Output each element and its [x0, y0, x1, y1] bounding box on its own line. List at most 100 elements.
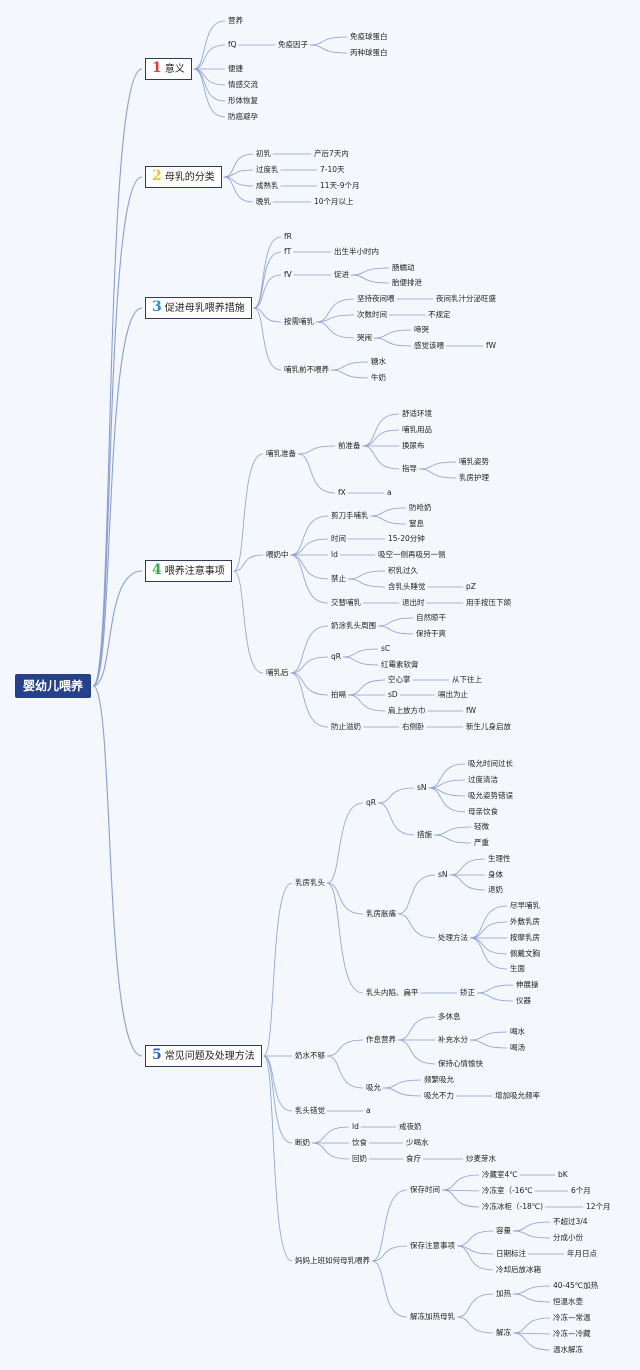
node[interactable]: 剪刀手哺乳 [331, 511, 369, 520]
node[interactable]: a [387, 488, 392, 497]
node[interactable]: 乳头错觉 [295, 1106, 325, 1115]
node[interactable]: 次数时间 [357, 310, 387, 319]
node[interactable]: 奶涂乳头周围 [331, 621, 376, 630]
node[interactable]: 矫正 [460, 988, 475, 997]
node[interactable]: 回奶 [352, 1154, 367, 1163]
node[interactable]: 哺乳前不喂养 [284, 365, 329, 374]
node[interactable]: 晚乳 [256, 197, 271, 206]
node[interactable]: 喝水 [510, 1027, 525, 1036]
node[interactable]: 6个月 [571, 1186, 591, 1195]
node[interactable]: 不超过3/4 [553, 1217, 588, 1226]
node[interactable]: fR [284, 232, 292, 241]
node[interactable]: 身体 [488, 870, 503, 879]
node[interactable]: bK [558, 1170, 568, 1179]
node[interactable]: 乳头内陷、扁平 [366, 988, 419, 997]
node[interactable]: 右侧卧 [402, 722, 425, 731]
node[interactable]: 措施 [417, 830, 432, 839]
node[interactable]: 免疫因子 [278, 40, 308, 49]
node[interactable]: 坚持夜间喂 [357, 294, 395, 303]
node[interactable]: 保存时间 [410, 1185, 440, 1194]
node[interactable]: 冷却后放冰箱 [496, 1265, 541, 1274]
node[interactable]: 尽早哺乳 [510, 901, 540, 910]
node[interactable]: 便捷 [228, 64, 243, 73]
node[interactable]: 过度乳 [256, 165, 279, 174]
node[interactable]: 作息营养 [366, 1035, 396, 1044]
node[interactable]: 从下往上 [452, 675, 482, 684]
node[interactable]: 哺乳用品 [402, 425, 432, 434]
node[interactable]: 频繁吸允 [424, 1075, 454, 1084]
node[interactable]: 分成小份 [553, 1233, 583, 1242]
node[interactable]: sD [388, 690, 398, 699]
node[interactable]: 形体恢复 [228, 96, 258, 105]
node[interactable]: 用手按压下颌 [466, 598, 511, 607]
node[interactable]: 冷冻—冷藏 [553, 1329, 591, 1338]
node[interactable]: 哭闹 [357, 333, 372, 342]
node[interactable]: 不规定 [428, 310, 451, 319]
node[interactable]: fV [284, 270, 292, 279]
node[interactable]: 解冻 [496, 1328, 511, 1337]
node[interactable]: 拍嗝 [331, 690, 346, 699]
node[interactable]: 肩上放方巾 [388, 706, 426, 715]
node[interactable]: fX [338, 488, 346, 497]
node[interactable]: 空心掌 [388, 675, 411, 684]
node[interactable]: 补充水分 [438, 1035, 468, 1044]
node[interactable]: 肠蠕动 [392, 263, 415, 272]
node[interactable]: 炒麦芽水 [466, 1154, 496, 1163]
node[interactable]: 红霉素软膏 [381, 660, 419, 669]
node[interactable]: 糖水 [371, 357, 386, 366]
node[interactable]: 退奶 [488, 885, 503, 894]
node[interactable]: 加热 [496, 1289, 511, 1298]
node[interactable]: 恒温水壶 [553, 1297, 583, 1306]
node[interactable]: 外敷乳房 [510, 917, 540, 926]
node[interactable]: 出生半小时内 [334, 247, 379, 256]
node[interactable]: sN [417, 783, 427, 792]
node[interactable]: 母亲饮食 [468, 807, 498, 816]
node[interactable]: fQ [228, 40, 237, 49]
node[interactable]: 10个月以上 [314, 197, 354, 206]
node[interactable]: 舒适环境 [402, 409, 432, 418]
node[interactable]: 吸允姿势错误 [468, 791, 513, 800]
node[interactable]: 喝汤 [510, 1043, 525, 1052]
node[interactable]: 食疗 [406, 1154, 421, 1163]
node[interactable]: 防癌避孕 [228, 112, 258, 121]
node[interactable]: 仪器 [516, 996, 531, 1005]
node[interactable]: 吸允时间过长 [468, 759, 513, 768]
node[interactable]: 冷藏室4℃ [482, 1170, 518, 1179]
node[interactable]: 乳房乳头 [295, 878, 325, 887]
node[interactable]: 喂奶中 [266, 550, 289, 559]
node[interactable]: sC [381, 644, 391, 653]
node[interactable]: 戒夜奶 [399, 1122, 422, 1131]
node[interactable]: 保持干爽 [416, 629, 446, 638]
node[interactable]: 断奶 [295, 1138, 310, 1147]
node[interactable]: 容量 [496, 1226, 511, 1235]
node[interactable]: 伸展操 [516, 980, 539, 989]
node[interactable]: 佩戴文胸 [510, 949, 540, 958]
node[interactable]: 啼哭 [414, 325, 429, 334]
node[interactable]: 冷冻冰柜（-18℃) [482, 1202, 544, 1211]
node[interactable]: 初乳 [256, 149, 271, 158]
node[interactable]: 冷冻—常温 [553, 1313, 591, 1322]
node[interactable]: 饮食 [352, 1138, 367, 1147]
node[interactable]: 11天-9个月 [320, 181, 360, 190]
node[interactable]: 生理性 [488, 854, 511, 863]
node[interactable]: 妈妈上班如何母乳喂养 [295, 1256, 370, 1265]
node[interactable]: 12个月 [586, 1202, 611, 1211]
node[interactable]: 温水解冻 [553, 1345, 583, 1354]
node[interactable]: 吸空一侧再吸另一侧 [378, 550, 446, 559]
node[interactable]: 嗝出为止 [438, 690, 468, 699]
node[interactable]: 自然晾干 [416, 613, 446, 622]
node[interactable]: 奶水不够 [295, 1051, 325, 1060]
node[interactable]: 处理方法 [438, 933, 468, 942]
node[interactable]: 指导 [402, 464, 417, 473]
node[interactable]: 按需哺乳 [284, 317, 314, 326]
node[interactable]: 生面 [510, 964, 525, 973]
node[interactable]: pZ [466, 582, 476, 591]
node[interactable]: 营养 [228, 16, 243, 25]
node[interactable]: 免疫球蛋白 [350, 32, 388, 41]
node[interactable]: 感觉该喂 [414, 341, 444, 350]
node[interactable]: 退出时 [402, 598, 425, 607]
node[interactable]: a [366, 1106, 371, 1115]
